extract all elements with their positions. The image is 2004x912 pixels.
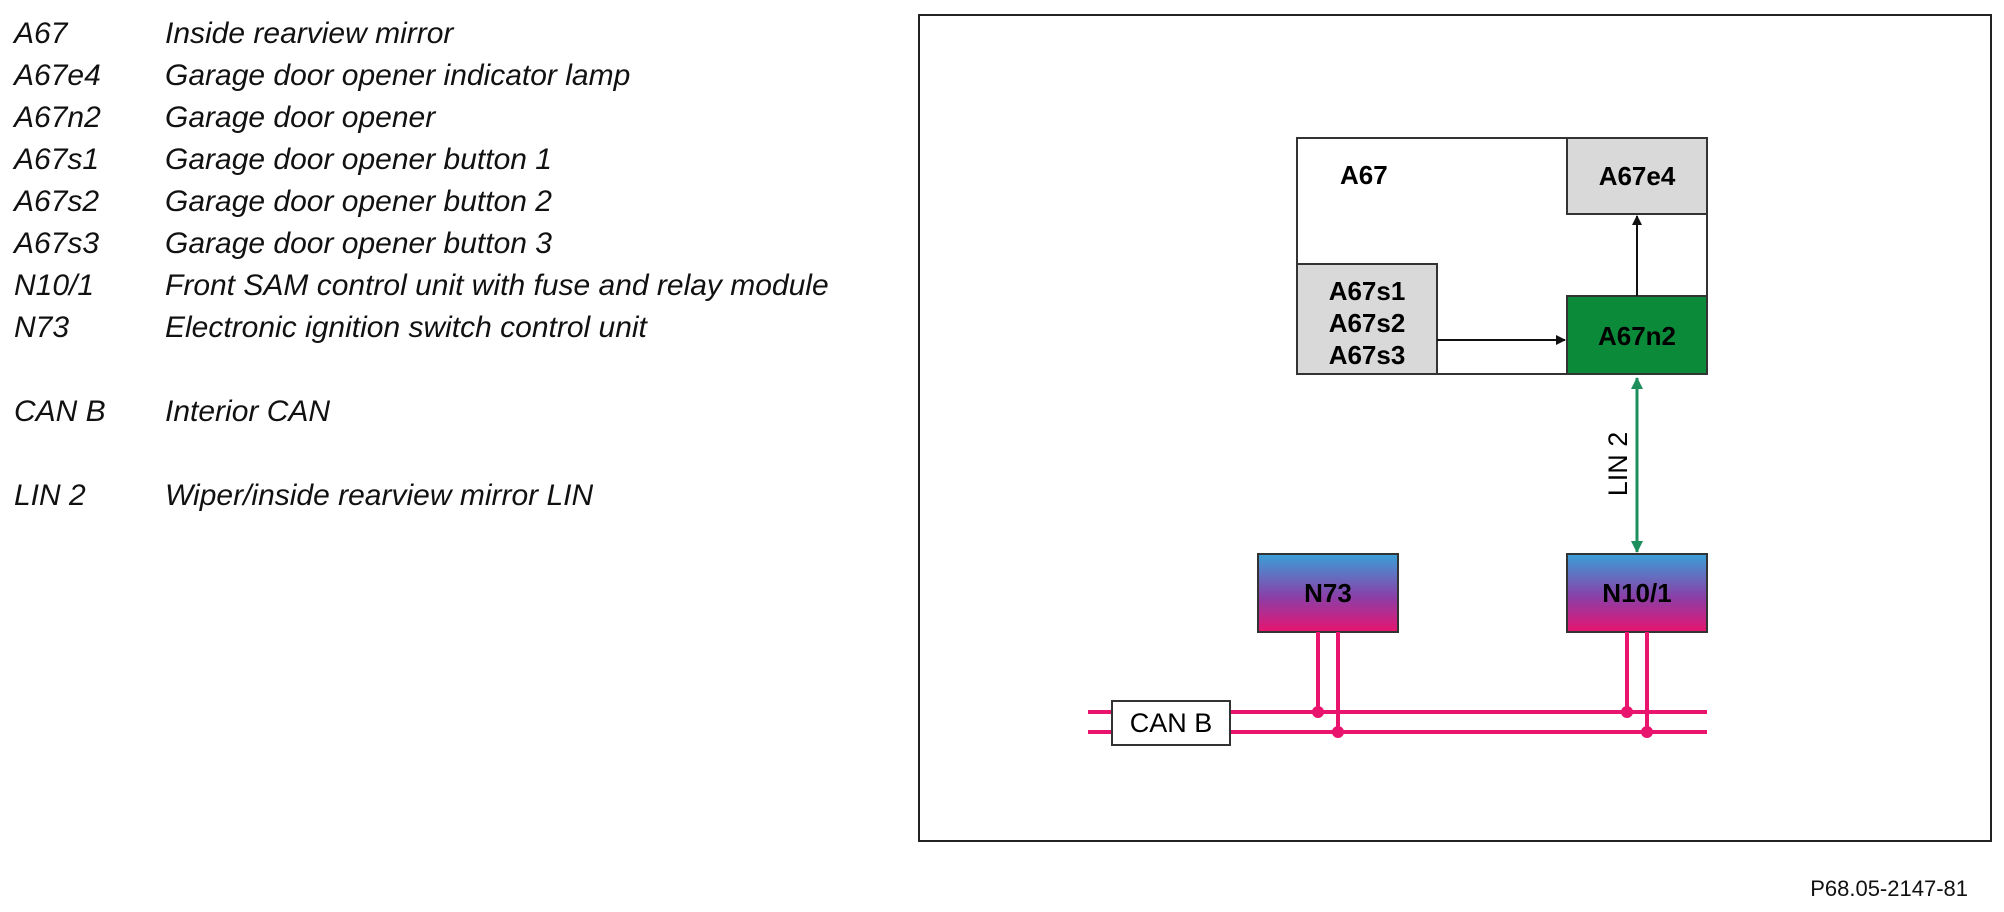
- legend-description: Inside rearview mirror: [165, 17, 454, 50]
- legend-code: CAN B: [14, 395, 106, 428]
- legend-description: Wiper/inside rearview mirror LIN: [165, 479, 594, 512]
- legend-code: N73: [14, 311, 70, 344]
- figure-reference: P68.05-2147-81: [1810, 876, 1968, 901]
- legend-description: Interior CAN: [165, 395, 331, 428]
- can-junction: [1621, 706, 1633, 718]
- sam-unit-label: N10/1: [1602, 578, 1671, 608]
- legend-code: A67n2: [14, 101, 101, 134]
- can-junction: [1641, 726, 1653, 738]
- garage-door-opener-label: A67n2: [1598, 321, 1676, 351]
- can-junction: [1312, 706, 1324, 718]
- legend-description: Garage door opener button 3: [165, 227, 552, 260]
- legend-description: Garage door opener button 2: [165, 185, 552, 218]
- button-3-label: A67s3: [1329, 340, 1406, 370]
- buttons-box: [1296, 263, 1438, 375]
- can-bus-label-box: [1111, 700, 1231, 746]
- can-junction: [1332, 726, 1344, 738]
- can-bus-label: CAN B: [1130, 708, 1213, 738]
- lin-bus-label: LIN 2: [1603, 432, 1633, 497]
- legend-code: A67s2: [14, 185, 100, 218]
- legend-code: A67e4: [14, 59, 101, 92]
- legend-code: A67: [14, 17, 68, 50]
- button-1-label: A67s1: [1329, 276, 1406, 306]
- legend-description: Electronic ignition switch control unit: [165, 311, 647, 344]
- legend-description: Garage door opener indicator lamp: [165, 59, 631, 92]
- ignition-switch-unit-box: [1257, 553, 1399, 633]
- legend-code: LIN 2: [14, 479, 86, 512]
- legend-description: Garage door opener: [165, 101, 436, 134]
- legend-code: N10/1: [14, 269, 95, 302]
- legend-description: Front SAM control unit with fuse and rel…: [165, 269, 829, 302]
- diagram-frame: A67 A67e4 A67s1 A67s2 A67s3 A67n2 LIN 2 …: [918, 14, 1992, 842]
- indicator-lamp-label: A67e4: [1599, 161, 1676, 191]
- legend-description: Garage door opener button 1: [165, 143, 552, 176]
- button-2-label: A67s2: [1329, 308, 1406, 338]
- ignition-switch-unit-label: N73: [1304, 578, 1352, 608]
- sam-unit-box: [1566, 553, 1708, 633]
- legend-code: A67s3: [14, 227, 100, 260]
- mirror-label: A67: [1340, 160, 1388, 190]
- indicator-lamp-box: [1566, 137, 1708, 215]
- legend-code: A67s1: [14, 143, 100, 176]
- wiring-diagram: A67 A67e4 A67s1 A67s2 A67s3 A67n2 LIN 2 …: [1088, 137, 1708, 746]
